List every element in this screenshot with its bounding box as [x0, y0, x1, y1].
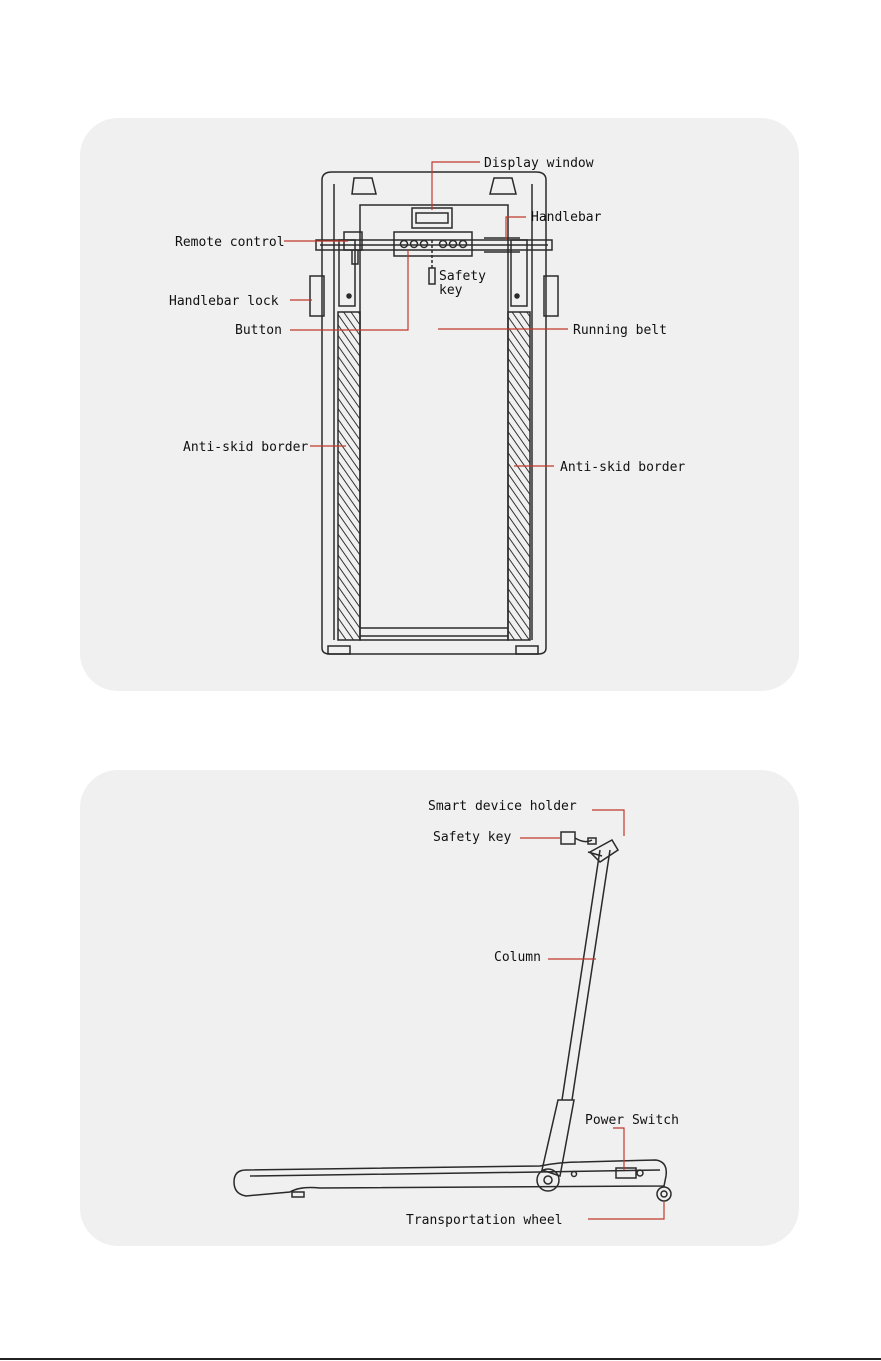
button-label: Button — [235, 323, 282, 338]
running-belt-label: Running belt — [573, 323, 667, 338]
power-switch-label: Power Switch — [585, 1113, 679, 1128]
safety-key-label-line1: Safety — [439, 269, 486, 284]
handlebar-label: Handlebar — [531, 210, 602, 225]
treadmill-top-view — [310, 172, 558, 654]
safety-key-label-line2: key — [439, 283, 463, 298]
page-bottom-rule — [0, 1358, 881, 1360]
transportation-wheel-label: Transportation wheel — [406, 1213, 563, 1228]
display-window-label: Display window — [484, 156, 594, 171]
safety-key-side-label: Safety key — [433, 830, 511, 845]
remote-control-label: Remote control — [175, 235, 285, 250]
handlebar-lock-label: Handlebar lock — [169, 294, 279, 309]
smart-device-holder-label: Smart device holder — [428, 799, 577, 814]
side-leader-lines — [520, 810, 664, 1219]
treadmill-side-view — [234, 832, 671, 1201]
anti-skid-border-left-label: Anti-skid border — [183, 440, 308, 455]
column-label: Column — [494, 950, 541, 965]
anti-skid-border-right-label: Anti-skid border — [560, 460, 685, 475]
